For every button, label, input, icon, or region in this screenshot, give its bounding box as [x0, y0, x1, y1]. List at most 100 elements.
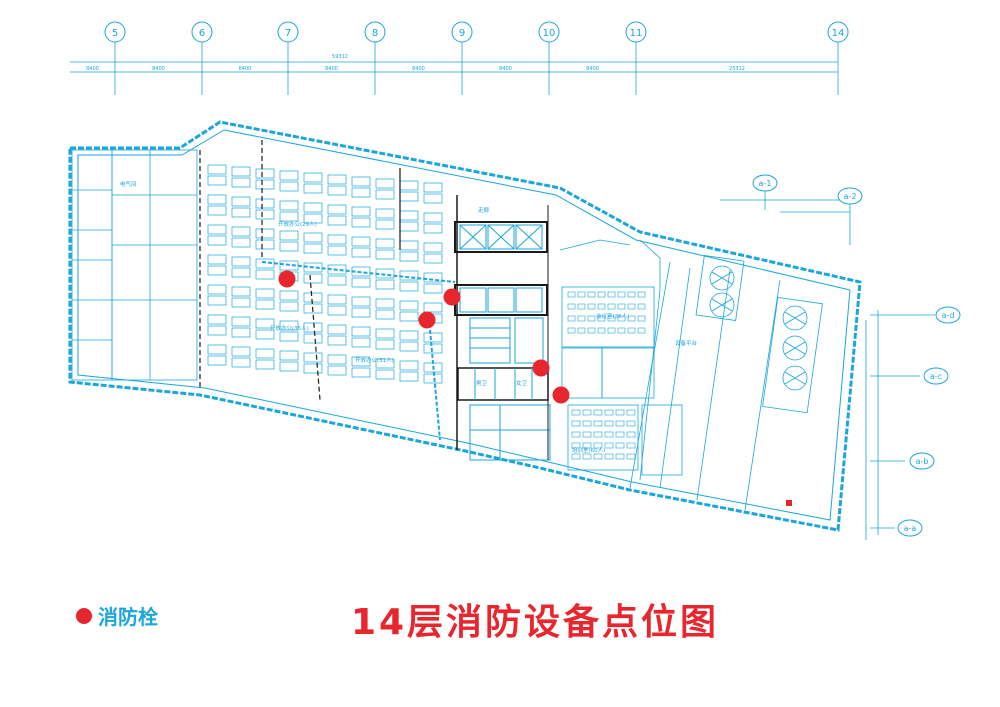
axis-label-a-2: a-2 [844, 192, 857, 201]
fan-blade [784, 341, 806, 355]
hydrant-4-marker [532, 359, 550, 377]
desk [207, 325, 227, 336]
left-wing-rooms [71, 149, 198, 381]
training-seat [604, 409, 614, 416]
desk [207, 295, 227, 306]
desk [351, 187, 371, 198]
meeting-seat [587, 303, 596, 310]
axis-label-a-d: a-d [942, 311, 955, 320]
desk [279, 361, 299, 372]
desk [399, 341, 419, 352]
fan-blade [711, 271, 733, 285]
meeting-seat [637, 303, 646, 310]
desk [351, 277, 371, 288]
training-seat [571, 442, 581, 449]
training-seat [604, 431, 614, 438]
training-seat [615, 453, 625, 460]
desk [327, 275, 347, 286]
building-core [454, 195, 551, 461]
axis-bubble-10 [538, 21, 560, 43]
training-seat [571, 409, 581, 416]
training-seat [615, 409, 625, 416]
label-toilet-f: 女卫 [516, 379, 528, 387]
training-seat [593, 431, 603, 438]
desk [255, 209, 275, 220]
meeting-seat [587, 327, 596, 334]
desk [423, 343, 443, 354]
desk [279, 230, 299, 241]
desk [255, 359, 275, 370]
desk [375, 298, 395, 309]
desk [375, 268, 395, 279]
axis-bubble-7 [277, 21, 299, 43]
training-seat [626, 431, 636, 438]
desk [255, 228, 275, 239]
meeting-seat [607, 303, 616, 310]
desk [351, 326, 371, 337]
desk [423, 313, 443, 324]
desk [399, 191, 419, 202]
desk [231, 207, 251, 218]
meeting-seat [617, 315, 626, 322]
desk [303, 213, 323, 224]
desk [423, 193, 443, 204]
fan-blade [711, 271, 733, 285]
desk [327, 234, 347, 245]
alarm-marker [786, 500, 792, 506]
training-seat [571, 453, 581, 460]
desk [351, 176, 371, 187]
legend: 消防栓 [76, 601, 158, 630]
hydrant-3-marker [418, 311, 436, 329]
training-seat [604, 420, 614, 427]
desk [207, 314, 227, 325]
desk [327, 294, 347, 305]
training-seat [571, 420, 581, 427]
axis-dim-2: 8400 [239, 66, 252, 72]
meeting-seat [617, 327, 626, 334]
desk [207, 344, 227, 355]
desk [303, 243, 323, 254]
top-axis-grid [70, 40, 839, 95]
desk [231, 196, 251, 207]
desk [255, 198, 275, 209]
axis-bubble-a-d [935, 306, 961, 324]
axis-bubble-11 [625, 21, 647, 43]
label-open-office-s: 开放办公(31人) [355, 356, 394, 364]
fan-blade [784, 341, 806, 355]
desk [207, 205, 227, 216]
training-seat [626, 442, 636, 449]
desk [375, 309, 395, 320]
desk [303, 333, 323, 344]
desk [423, 212, 443, 223]
desk [303, 183, 323, 194]
desk [327, 354, 347, 365]
training-seat [582, 409, 592, 416]
desk [351, 367, 371, 378]
training-seat [571, 431, 581, 438]
meeting-seat [567, 291, 576, 298]
desk [231, 226, 251, 237]
desk [255, 258, 275, 269]
interior-walls [199, 140, 456, 441]
fan-unit [782, 335, 808, 361]
axis-bubble-5 [104, 21, 126, 43]
page-title: 14层消防设备点位图 [350, 602, 720, 643]
desk [399, 360, 419, 371]
meeting-seat [637, 291, 646, 298]
desk [231, 177, 251, 188]
meeting-rooms [559, 239, 683, 481]
desk [327, 305, 347, 316]
desk [279, 181, 299, 192]
desk [303, 352, 323, 363]
desk [207, 175, 227, 186]
right-axis-bubbles: a-1a-2a-da-ca-ba-a [752, 174, 961, 537]
desk [351, 217, 371, 228]
desk [207, 224, 227, 235]
fan-unit [782, 365, 808, 391]
hydrant-markers [278, 270, 570, 404]
desk [423, 253, 443, 264]
training-seat [582, 431, 592, 438]
training-seat [626, 409, 636, 416]
